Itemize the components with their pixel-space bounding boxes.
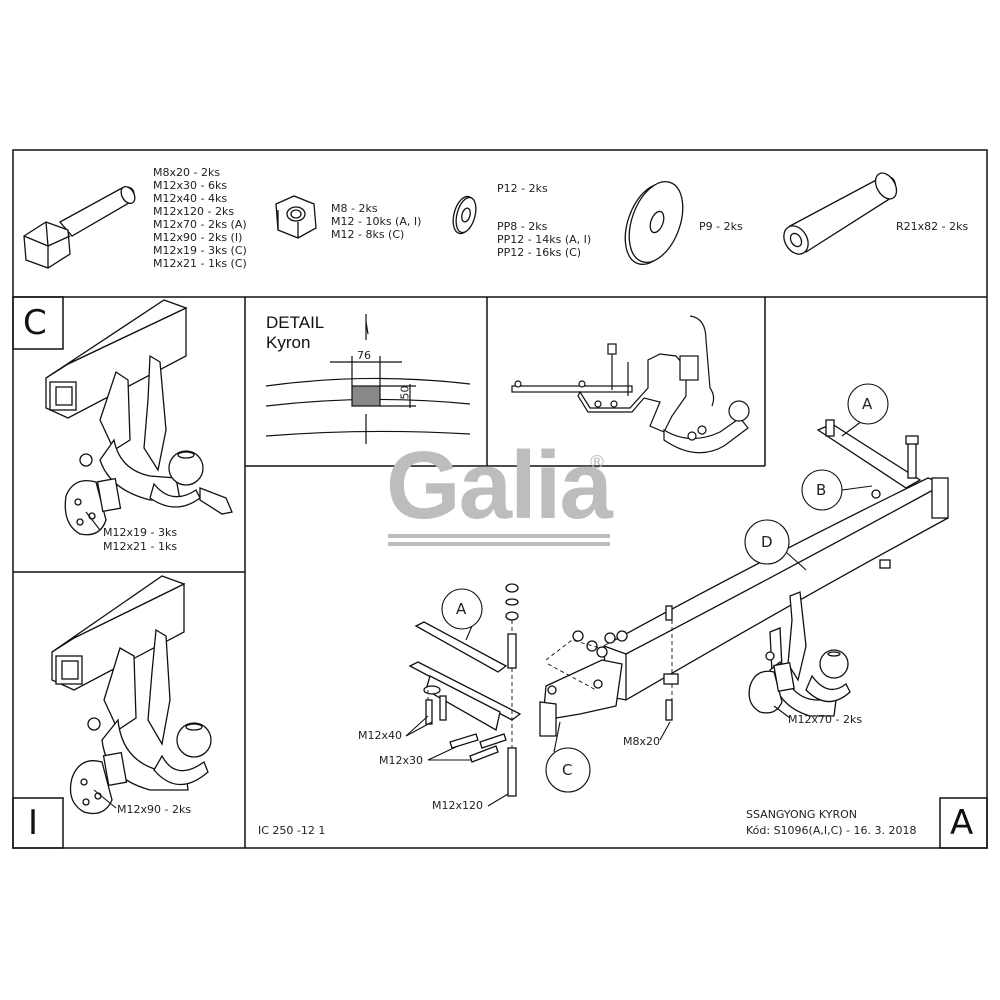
panel-letter-i: I bbox=[28, 803, 39, 843]
bolt-spec: M12x21 - 1ks (C) bbox=[153, 257, 247, 270]
callout-letter-a: A bbox=[862, 395, 873, 413]
m12x30-label: M12x30 bbox=[379, 754, 423, 767]
bolt-spec: M12x90 - 2ks (I) bbox=[153, 231, 243, 244]
callout-letter-a: A bbox=[456, 600, 467, 618]
nut-list: M8 - 2ks M12 - 10ks (A, I) M12 - 8ks (C) bbox=[331, 202, 421, 241]
detail-subtitle: Kyron bbox=[266, 333, 311, 352]
bolt-spec: M8x20 - 2ks bbox=[153, 166, 221, 179]
callout-circle-a-top bbox=[847, 383, 889, 425]
panel-letter-a: A bbox=[950, 803, 974, 843]
small-washer-icon bbox=[452, 195, 477, 235]
corner-box-c bbox=[12, 296, 64, 350]
callout-letter-d: D bbox=[761, 533, 773, 551]
callout-markers bbox=[85, 383, 889, 809]
corner-box-a bbox=[939, 797, 988, 849]
washer-list: PP8 - 2ks PP12 - 14ks (A, I) PP12 - 16ks… bbox=[497, 220, 591, 259]
panel-c-label-1: M12x19 - 3ks bbox=[103, 526, 178, 539]
plate-washer-spec: P9 - 2ks bbox=[699, 220, 743, 233]
callout-circle-a-left bbox=[441, 588, 483, 630]
callout-circle-b bbox=[801, 469, 843, 511]
m8x20-label: M8x20 bbox=[623, 735, 660, 748]
assembly-guides bbox=[427, 620, 673, 748]
callout-circle-d bbox=[744, 519, 790, 565]
bolt-spec: M12x30 - 6ks bbox=[153, 179, 228, 192]
detail-dimension-width: 76 bbox=[357, 349, 371, 362]
m12x70-label: M12x70 - 2ks bbox=[788, 713, 863, 726]
corner-box-i bbox=[12, 797, 64, 849]
hitch-drawing-i bbox=[51, 575, 212, 815]
washer-spec: PP12 - 14ks (A, I) bbox=[497, 233, 592, 246]
registered-mark: ® bbox=[588, 452, 606, 473]
side-view-drawing bbox=[511, 315, 750, 454]
bolt-spec: M12x19 - 3ks (C) bbox=[153, 244, 247, 257]
callout-letter-b: B bbox=[816, 481, 827, 499]
nut-icon bbox=[275, 195, 317, 239]
bolt-icon bbox=[23, 185, 136, 269]
nut-spec: M8 - 2ks bbox=[331, 202, 378, 215]
washer-spec: PP12 - 16ks (C) bbox=[497, 246, 582, 259]
m12x40-label: M12x40 bbox=[358, 729, 402, 742]
plate-washer-icon bbox=[624, 181, 684, 265]
spacer-spec: R21x82 - 2ks bbox=[896, 220, 969, 233]
logo-bar-1 bbox=[388, 542, 610, 546]
vehicle-name: SSANGYONG KYRON bbox=[746, 808, 857, 821]
bolt-list: M8x20 - 2ks M12x30 - 6ks M12x40 - 4ks M1… bbox=[153, 166, 247, 270]
callout-letter-c: C bbox=[562, 761, 573, 779]
m12x120-label: M12x120 bbox=[432, 799, 483, 812]
logo-bar-2 bbox=[388, 534, 610, 538]
detail-drawing bbox=[265, 314, 471, 444]
nut-spec: M12 - 8ks (C) bbox=[331, 228, 405, 241]
brand-logo: Galia bbox=[386, 432, 613, 539]
main-assembly-drawing bbox=[408, 419, 949, 797]
outer-border bbox=[12, 149, 988, 849]
detail-title: DETAIL bbox=[266, 313, 325, 332]
hitch-drawing-c bbox=[45, 299, 233, 536]
washer-top-spec: P12 - 2ks bbox=[497, 182, 548, 195]
drawing-code: IC 250 -12 1 bbox=[258, 824, 326, 837]
nut-spec: M12 - 10ks (A, I) bbox=[331, 215, 422, 228]
product-code: Kód: S1096(A,I,C) - 16. 3. 2018 bbox=[746, 824, 917, 837]
frame-lines bbox=[12, 149, 988, 849]
bolt-spec: M12x70 - 2ks (A) bbox=[153, 218, 247, 231]
panel-c-label-2: M12x21 - 1ks bbox=[103, 540, 178, 553]
bolt-spec: M12x120 - 2ks bbox=[153, 205, 235, 218]
panel-letter-c: C bbox=[23, 303, 47, 343]
detail-dimension-height: 50 bbox=[398, 385, 412, 400]
panel-i-label: M12x90 - 2ks bbox=[117, 803, 192, 816]
callout-circle-c bbox=[545, 747, 591, 793]
washer-spec: PP8 - 2ks bbox=[497, 220, 548, 233]
spacer-tube-icon bbox=[783, 172, 898, 255]
bolt-spec: M12x40 - 4ks bbox=[153, 192, 228, 205]
